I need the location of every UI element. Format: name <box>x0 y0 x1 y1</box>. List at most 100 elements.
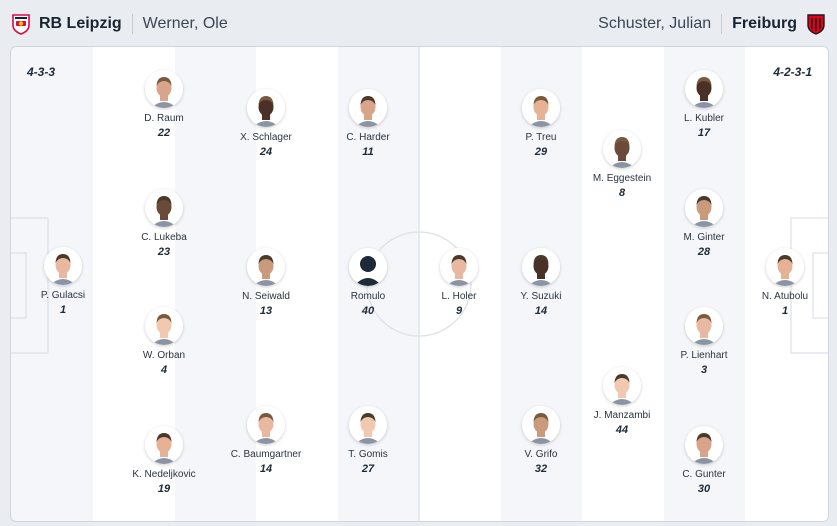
player-name: V. Grifo <box>524 449 558 460</box>
player-photo <box>522 406 560 444</box>
player-number: 1 <box>781 305 789 317</box>
player-number: 30 <box>697 483 711 495</box>
lineup-pitch: 4-3-3 4-2-3-1 P. Gulacsi 1 D. Raum 22 C. Luk… <box>10 46 829 522</box>
player-photo <box>522 89 560 127</box>
player-number: 24 <box>259 146 273 158</box>
player-photo <box>603 367 641 405</box>
player-name: Romulo <box>350 291 386 302</box>
player-photo <box>44 247 82 285</box>
player-number: 19 <box>157 483 171 495</box>
player-photo <box>766 248 804 286</box>
home-player-card[interactable]: P. Gulacsi 1 <box>13 247 113 316</box>
player-photo <box>440 248 478 286</box>
player-photo <box>349 406 387 444</box>
player-name: M. Ginter <box>683 232 725 243</box>
player-name: L. Kubler <box>683 113 725 124</box>
person-silhouette-icon <box>349 248 387 286</box>
away-player-card[interactable]: V. Grifo 32 <box>491 406 591 475</box>
player-number: 32 <box>534 463 548 475</box>
pitch-markings <box>11 47 828 521</box>
away-player-card[interactable]: P. Treu 29 <box>491 89 591 158</box>
player-number: 14 <box>534 305 548 317</box>
player-name: T. Gomis <box>348 449 388 460</box>
away-player-card[interactable]: C. Gunter 30 <box>654 426 754 495</box>
player-photo <box>247 406 285 444</box>
player-name: P. Treu <box>525 132 557 143</box>
player-name: C. Baumgartner <box>230 449 302 460</box>
player-number: 40 <box>361 305 375 317</box>
player-number: 3 <box>700 364 708 376</box>
away-coach-name[interactable]: Schuster, Julian <box>598 15 712 32</box>
player-number: 23 <box>157 246 171 258</box>
header-divider <box>721 14 723 34</box>
home-player-card[interactable]: C. Lukeba 23 <box>114 189 214 258</box>
player-name: K. Nedeljkovic <box>132 469 196 480</box>
player-name: Y. Suzuki <box>520 291 562 302</box>
home-team-header: RB Leipzig Werner, Ole <box>11 12 228 36</box>
freiburg-crest-icon <box>806 13 826 35</box>
player-name: N. Atubolu <box>761 291 809 302</box>
player-number: 29 <box>534 146 548 158</box>
away-player-card[interactable]: M. Eggestein 8 <box>572 130 672 199</box>
player-name: L. Holer <box>441 291 477 302</box>
home-player-card[interactable]: Romulo 40 <box>318 248 418 317</box>
player-number: 4 <box>160 364 168 376</box>
player-photo <box>145 307 183 345</box>
player-name: J. Manzambi <box>593 410 651 421</box>
player-name: C. Gunter <box>682 469 726 480</box>
player-photo <box>145 70 183 108</box>
player-photo <box>145 426 183 464</box>
home-player-card[interactable]: T. Gomis 27 <box>318 406 418 475</box>
away-team-header: Schuster, Julian Freiburg <box>598 12 826 36</box>
home-player-card[interactable]: N. Seiwald 13 <box>216 248 316 317</box>
player-photo <box>247 89 285 127</box>
player-name: X. Schlager <box>240 132 292 143</box>
player-number: 9 <box>455 305 463 317</box>
away-player-card[interactable]: L. Kubler 17 <box>654 70 754 139</box>
match-lineups-header: RB Leipzig Werner, Ole Schuster, Julian … <box>0 0 837 46</box>
player-photo <box>603 130 641 168</box>
player-number: 8 <box>618 187 626 199</box>
player-photo <box>522 248 560 286</box>
home-player-card[interactable]: X. Schlager 24 <box>216 89 316 158</box>
away-formation: 4-2-3-1 <box>773 65 812 79</box>
player-name: P. Gulacsi <box>40 290 86 301</box>
home-formation: 4-3-3 <box>27 65 56 79</box>
player-number: 1 <box>59 304 67 316</box>
player-number: 27 <box>361 463 375 475</box>
away-team-name[interactable]: Freiburg <box>732 15 797 32</box>
home-player-card[interactable]: K. Nedeljkovic 19 <box>114 426 214 495</box>
player-name: W. Orban <box>142 350 186 361</box>
home-player-card[interactable]: C. Baumgartner 14 <box>216 406 316 475</box>
player-number: 13 <box>259 305 273 317</box>
player-photo <box>685 189 723 227</box>
pitch-stripe <box>582 47 664 521</box>
rb-leipzig-crest-icon <box>11 13 31 35</box>
home-player-card[interactable]: W. Orban 4 <box>114 307 214 376</box>
away-player-card[interactable]: M. Ginter 28 <box>654 189 754 258</box>
away-player-card[interactable]: J. Manzambi 44 <box>572 367 672 436</box>
player-number: 14 <box>259 463 273 475</box>
home-player-card[interactable]: D. Raum 22 <box>114 70 214 139</box>
player-name: M. Eggestein <box>592 173 652 184</box>
player-number: 44 <box>615 424 629 436</box>
player-photo <box>145 189 183 227</box>
player-photo <box>685 426 723 464</box>
player-name: D. Raum <box>144 113 184 124</box>
header-divider <box>131 14 133 34</box>
player-name: C. Lukeba <box>141 232 187 243</box>
player-number: 22 <box>157 127 171 139</box>
away-player-card[interactable]: N. Atubolu 1 <box>735 248 828 317</box>
away-player-card[interactable]: Y. Suzuki 14 <box>491 248 591 317</box>
player-name: N. Seiwald <box>242 291 290 302</box>
home-team-name[interactable]: RB Leipzig <box>39 15 122 32</box>
away-player-card[interactable]: L. Holer 9 <box>409 248 509 317</box>
player-name: C. Harder <box>346 132 390 143</box>
player-number: 17 <box>697 127 711 139</box>
player-name: P. Lienhart <box>680 350 728 361</box>
home-coach-name[interactable]: Werner, Ole <box>142 15 228 32</box>
player-number: 28 <box>697 246 711 258</box>
player-photo <box>349 89 387 127</box>
away-player-card[interactable]: P. Lienhart 3 <box>654 307 754 376</box>
